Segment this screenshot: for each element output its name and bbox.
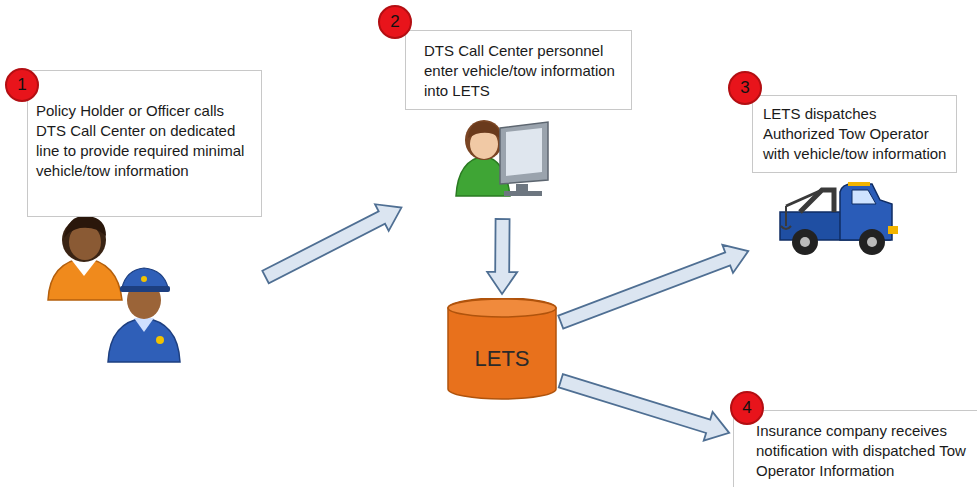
text-box: LETS dispatches Authorized Tow Operator …	[752, 95, 957, 173]
callout-number: 3	[728, 71, 762, 105]
callout-number: 1	[5, 68, 39, 102]
flow-arrow	[262, 204, 401, 283]
database-cylinder: LETS	[447, 298, 557, 400]
step-node: DTS Call Center personnel enter vehicle/…	[405, 30, 632, 215]
step-node: Policy Holder or Officer calls DTS Call …	[27, 68, 262, 365]
text-box: DTS Call Center personnel enter vehicle/…	[405, 30, 632, 110]
node-label: LETS	[447, 346, 557, 372]
officer-figure	[108, 268, 180, 362]
call-center-figure	[456, 120, 548, 196]
step-text: DTS Call Center personnel enter vehicle/…	[424, 41, 625, 101]
cylinder-top	[448, 299, 556, 317]
callout-number: 2	[378, 5, 412, 39]
step-node: Insurance company receives notification …	[733, 410, 977, 487]
flow-arrow	[559, 374, 729, 441]
cylinder-body	[448, 298, 556, 399]
flow-arrow	[487, 219, 517, 294]
policy-holder-figure	[48, 216, 122, 300]
step-text: LETS dispatches Authorized Tow Operator …	[763, 104, 950, 164]
step-node: LETS dispatches Authorized Tow Operator …	[752, 95, 957, 265]
callout-number: 4	[730, 391, 764, 425]
tow-truck-figure	[780, 182, 898, 255]
flow-arrow	[558, 245, 748, 329]
text-box: Insurance company receives notification …	[733, 410, 977, 487]
step-text: Insurance company receives notification …	[756, 421, 974, 481]
step-text: Policy Holder or Officer calls DTS Call …	[36, 101, 255, 181]
text-box: Policy Holder or Officer calls DTS Call …	[27, 70, 262, 217]
